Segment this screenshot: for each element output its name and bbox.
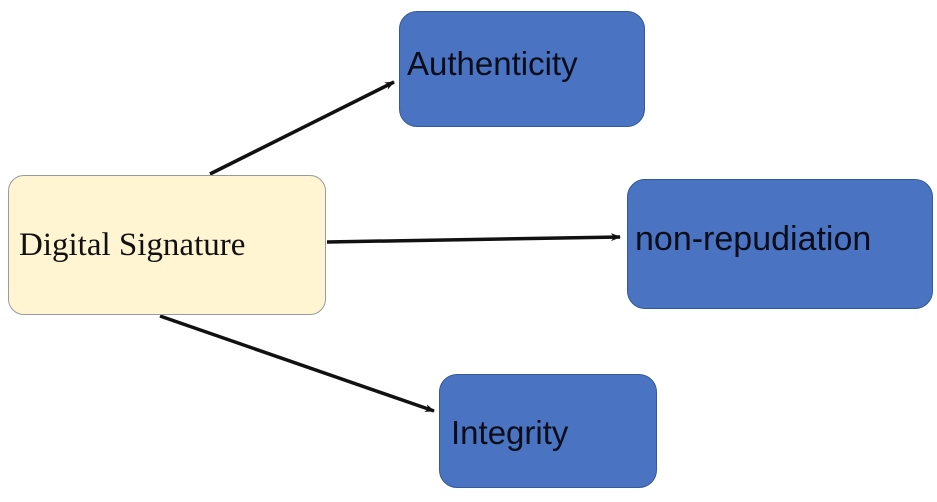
digital-signature-node: Digital Signature [8, 175, 326, 315]
digital-signature-label: Digital Signature [19, 226, 246, 263]
arrow-to-non-repudiation [326, 233, 621, 244]
authenticity-node: Authenticity [399, 11, 645, 127]
authenticity-label: Authenticity [407, 45, 578, 82]
integrity-node: Integrity [439, 374, 657, 488]
arrow-to-authenticity [209, 80, 395, 176]
arrow-to-integrity [159, 314, 435, 413]
non-repudiation-label: non-repudiation [635, 219, 872, 258]
integrity-label: Integrity [451, 414, 569, 451]
non-repudiation-node: non-repudiation [627, 179, 933, 309]
